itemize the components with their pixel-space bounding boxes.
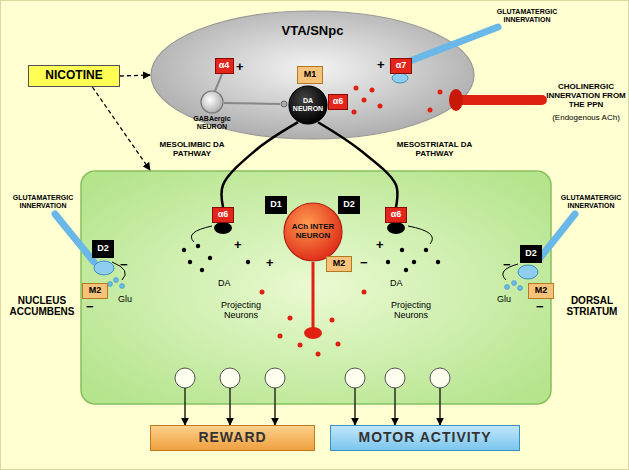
node-text: VTA/SNpc bbox=[150, 24, 475, 38]
drug-box: NICOTINE bbox=[28, 65, 120, 87]
node-text: α6 bbox=[218, 210, 229, 220]
sign-label: − bbox=[120, 258, 128, 271]
ach-dots bbox=[352, 86, 443, 115]
projecting-axons bbox=[185, 388, 440, 405]
node-text: α6 bbox=[333, 97, 344, 107]
node-text: DORSAL STRIATUM bbox=[555, 295, 629, 317]
sign-label: + bbox=[236, 60, 244, 73]
gaba-axon bbox=[224, 103, 280, 104]
output-box: MOTOR ACTIVITY bbox=[330, 425, 520, 451]
gaba-dendrite bbox=[215, 74, 222, 91]
annotation-label: MESOSTRIATAL DA PATHWAY bbox=[392, 140, 477, 158]
cholinergic-terminal bbox=[449, 89, 463, 111]
interneuron-circle: ACh INTER NEURON bbox=[283, 202, 343, 262]
sign-label: + bbox=[266, 256, 274, 269]
receptor-box: α6 bbox=[212, 207, 234, 223]
receptor-box: α4 bbox=[215, 58, 234, 74]
node-text: D2 bbox=[525, 249, 537, 259]
sign-label: − bbox=[536, 300, 544, 313]
sign-label: − bbox=[503, 258, 511, 271]
receptor-box: D2 bbox=[338, 196, 360, 214]
annotation-label: Glu bbox=[497, 294, 511, 304]
output-arrow bbox=[274, 405, 275, 425]
node-text: D1 bbox=[270, 200, 282, 210]
node-text: GABAergic NEURON bbox=[180, 115, 244, 130]
node-text: NICOTINE bbox=[45, 69, 102, 82]
receptor-box: M2 bbox=[82, 283, 108, 299]
receptor-box: α6 bbox=[328, 94, 348, 110]
annotation-label: Projecting Neurons bbox=[215, 300, 267, 321]
glu-vesicles bbox=[505, 281, 523, 291]
neuron-circle-outline bbox=[200, 90, 224, 114]
receptor-box: M2 bbox=[528, 283, 554, 299]
glutamatergic-terminal bbox=[94, 261, 114, 275]
annotation-label: GLUTAMATERGIC INNERVATION bbox=[495, 8, 559, 24]
receptor-box: D2 bbox=[520, 245, 542, 263]
striatum-box: NUCLEUS ACCUMBENSDORSAL STRIATUMα6ACh IN… bbox=[80, 170, 552, 405]
node-text: M1 bbox=[304, 70, 317, 80]
node-text: M2 bbox=[333, 259, 346, 269]
da-terminal bbox=[214, 222, 232, 234]
region-ellipse: VTA/SNpcGABAergic NEURON α4M1 DA NEURON α6 α… bbox=[150, 10, 475, 140]
node-text: MOTOR ACTIVITY bbox=[359, 430, 492, 445]
glutamatergic-fiber bbox=[410, 27, 498, 61]
receptor-box: M2 bbox=[326, 256, 352, 272]
output-arrow bbox=[439, 405, 440, 425]
glutamatergic-fiber bbox=[540, 214, 575, 258]
projecting-neurons bbox=[175, 368, 450, 388]
node-text: DA NEURON bbox=[288, 97, 328, 112]
cholinergic-fiber bbox=[455, 95, 542, 105]
annotation-label: (Endogenous ACh) bbox=[546, 113, 626, 122]
sign-label: − bbox=[360, 256, 368, 269]
glutamatergic-fiber bbox=[55, 214, 94, 262]
drug-action-arrow bbox=[120, 75, 150, 76]
sign-label: + bbox=[377, 58, 385, 71]
receptor-box: M1 bbox=[297, 66, 323, 84]
node-text: REWARD bbox=[198, 430, 266, 445]
node-text: M2 bbox=[535, 286, 548, 296]
receptor-box: D1 bbox=[265, 196, 287, 214]
node-text: D2 bbox=[343, 200, 355, 210]
glutamatergic-terminal bbox=[518, 265, 538, 279]
node-text: M2 bbox=[89, 286, 102, 296]
annotation-label: MESOLIMBIC DA PATHWAY bbox=[152, 140, 232, 158]
sign-label: + bbox=[376, 238, 384, 251]
drug-action-arrow bbox=[92, 87, 150, 170]
ach-terminal bbox=[304, 327, 322, 339]
output-arrow bbox=[354, 405, 355, 425]
receptor-box: α6 bbox=[385, 207, 407, 223]
sign-label: − bbox=[86, 300, 94, 313]
annotation-label: GLUTAMATERGIC INNERVATION bbox=[556, 194, 626, 210]
glutamatergic-terminal bbox=[392, 73, 408, 83]
receptor-box: D2 bbox=[92, 240, 114, 258]
neuron-circle: DA NEURON bbox=[288, 85, 328, 125]
neuron-circle: GABAergic NEURON bbox=[200, 90, 224, 114]
output-arrow bbox=[394, 405, 395, 425]
sign-label: + bbox=[234, 238, 242, 251]
pathway-line bbox=[222, 122, 298, 207]
glu-vesicles bbox=[108, 278, 125, 289]
ach-axon bbox=[312, 262, 315, 328]
node-text: α4 bbox=[219, 61, 230, 71]
ach-dots bbox=[260, 290, 367, 357]
annotation-label: CHOLINERGIC INNERVATION FROM THE PPN bbox=[546, 82, 626, 110]
annotation-label: Glu bbox=[118, 294, 132, 304]
node-text: ACh INTER NEURON bbox=[290, 223, 336, 241]
output-arrow bbox=[229, 405, 230, 425]
output-arrow bbox=[184, 405, 185, 425]
node-text: D2 bbox=[97, 244, 109, 254]
gaba-terminal bbox=[281, 101, 287, 107]
pathway-line bbox=[318, 122, 397, 207]
node-text: NUCLEUS ACCUMBENS bbox=[6, 295, 78, 317]
annotation-label: Projecting Neurons bbox=[385, 300, 437, 321]
annotation-label: GLUTAMATERGIC INNERVATION bbox=[8, 194, 78, 210]
node-text: α7 bbox=[396, 61, 407, 71]
annotation-label: DA bbox=[218, 278, 231, 288]
node-text: α6 bbox=[391, 210, 402, 220]
output-box: REWARD bbox=[150, 425, 315, 451]
annotation-label: DA bbox=[390, 278, 403, 288]
receptor-box: α7 bbox=[390, 58, 412, 74]
da-terminal bbox=[387, 222, 405, 234]
